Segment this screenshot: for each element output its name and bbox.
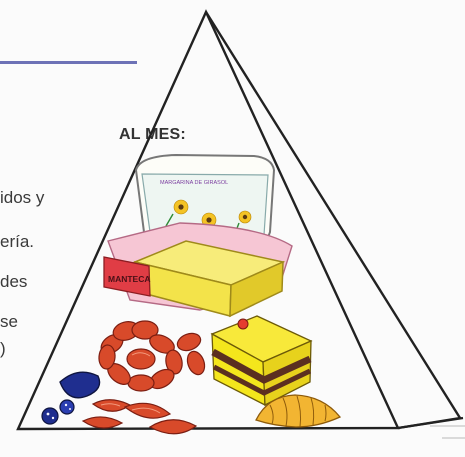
page-edge-marks	[430, 425, 465, 439]
pyramid-outline-icon	[16, 9, 464, 431]
layer-cake-slice-icon	[210, 315, 313, 407]
body-text-line-5: )	[0, 339, 6, 358]
sausage-links-icon	[81, 320, 206, 435]
croissant-icon	[255, 394, 342, 428]
body-text-line-1: idos y	[0, 188, 45, 207]
body-text-line-2: ería.	[0, 232, 35, 251]
blood-sausage-icon	[41, 371, 101, 425]
butter-block-icon: MANTECA	[103, 222, 293, 318]
section-rule	[0, 61, 137, 64]
page-title: AL MES:	[119, 126, 186, 143]
body-text-line-4: se	[0, 312, 18, 331]
butter-label: MANTECA	[108, 274, 151, 284]
margarine-label: MARGARINA DE GIRASOL	[160, 180, 228, 186]
body-text-line-3: des	[0, 272, 28, 291]
